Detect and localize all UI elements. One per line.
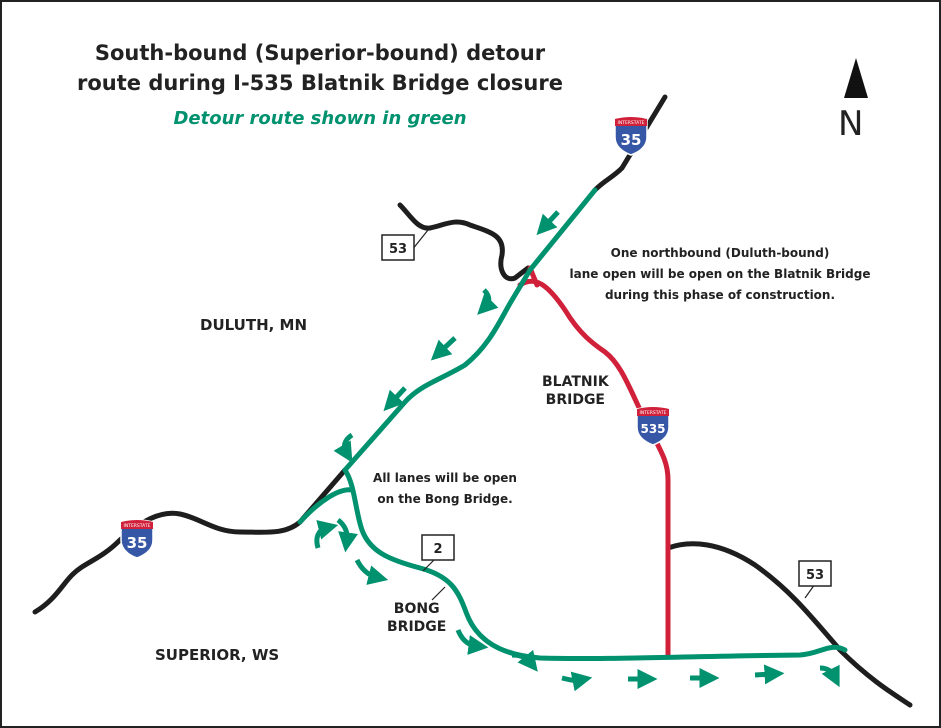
road-us53-south — [665, 541, 913, 708]
svg-text:35: 35 — [621, 131, 642, 149]
svg-text:INTERSTATE: INTERSTATE — [124, 523, 151, 529]
road-i35-north — [592, 94, 668, 193]
superior-label: SUPERIOR, WS — [155, 646, 280, 664]
svg-text:INTERSTATE: INTERSTATE — [618, 120, 645, 126]
road-i35-west — [32, 467, 348, 615]
i35-north-shield: INTERSTATE 35 — [614, 116, 648, 156]
svg-text:35: 35 — [127, 534, 148, 552]
north-arrow-icon — [844, 58, 868, 98]
svg-text:2: 2 — [433, 542, 442, 557]
i35-west-shield: INTERSTATE 35 — [120, 519, 154, 559]
svg-text:53: 53 — [389, 242, 407, 257]
svg-text:INTERSTATE: INTERSTATE — [640, 410, 667, 416]
us53-north-shield: 53 — [381, 234, 415, 261]
detour-arrows — [314, 210, 840, 692]
us2-shield: 2 — [421, 534, 455, 561]
route-blatnik-bridge — [517, 278, 671, 658]
map-subtitle: Detour route shown in green — [173, 108, 467, 129]
road-us53-north — [397, 202, 531, 282]
detour-us2 — [342, 467, 848, 662]
detour-i35 — [297, 187, 598, 525]
blatnik-note: One northbound (Duluth-bound)lane open w… — [569, 246, 871, 302]
svg-text:53: 53 — [806, 568, 824, 583]
i535-shield: INTERSTATE 535 — [636, 406, 670, 446]
duluth-label: DULUTH, MN — [200, 316, 308, 334]
svg-text:535: 535 — [640, 422, 665, 436]
north-label: N — [838, 104, 864, 144]
us53-south-shield: 53 — [798, 560, 832, 587]
